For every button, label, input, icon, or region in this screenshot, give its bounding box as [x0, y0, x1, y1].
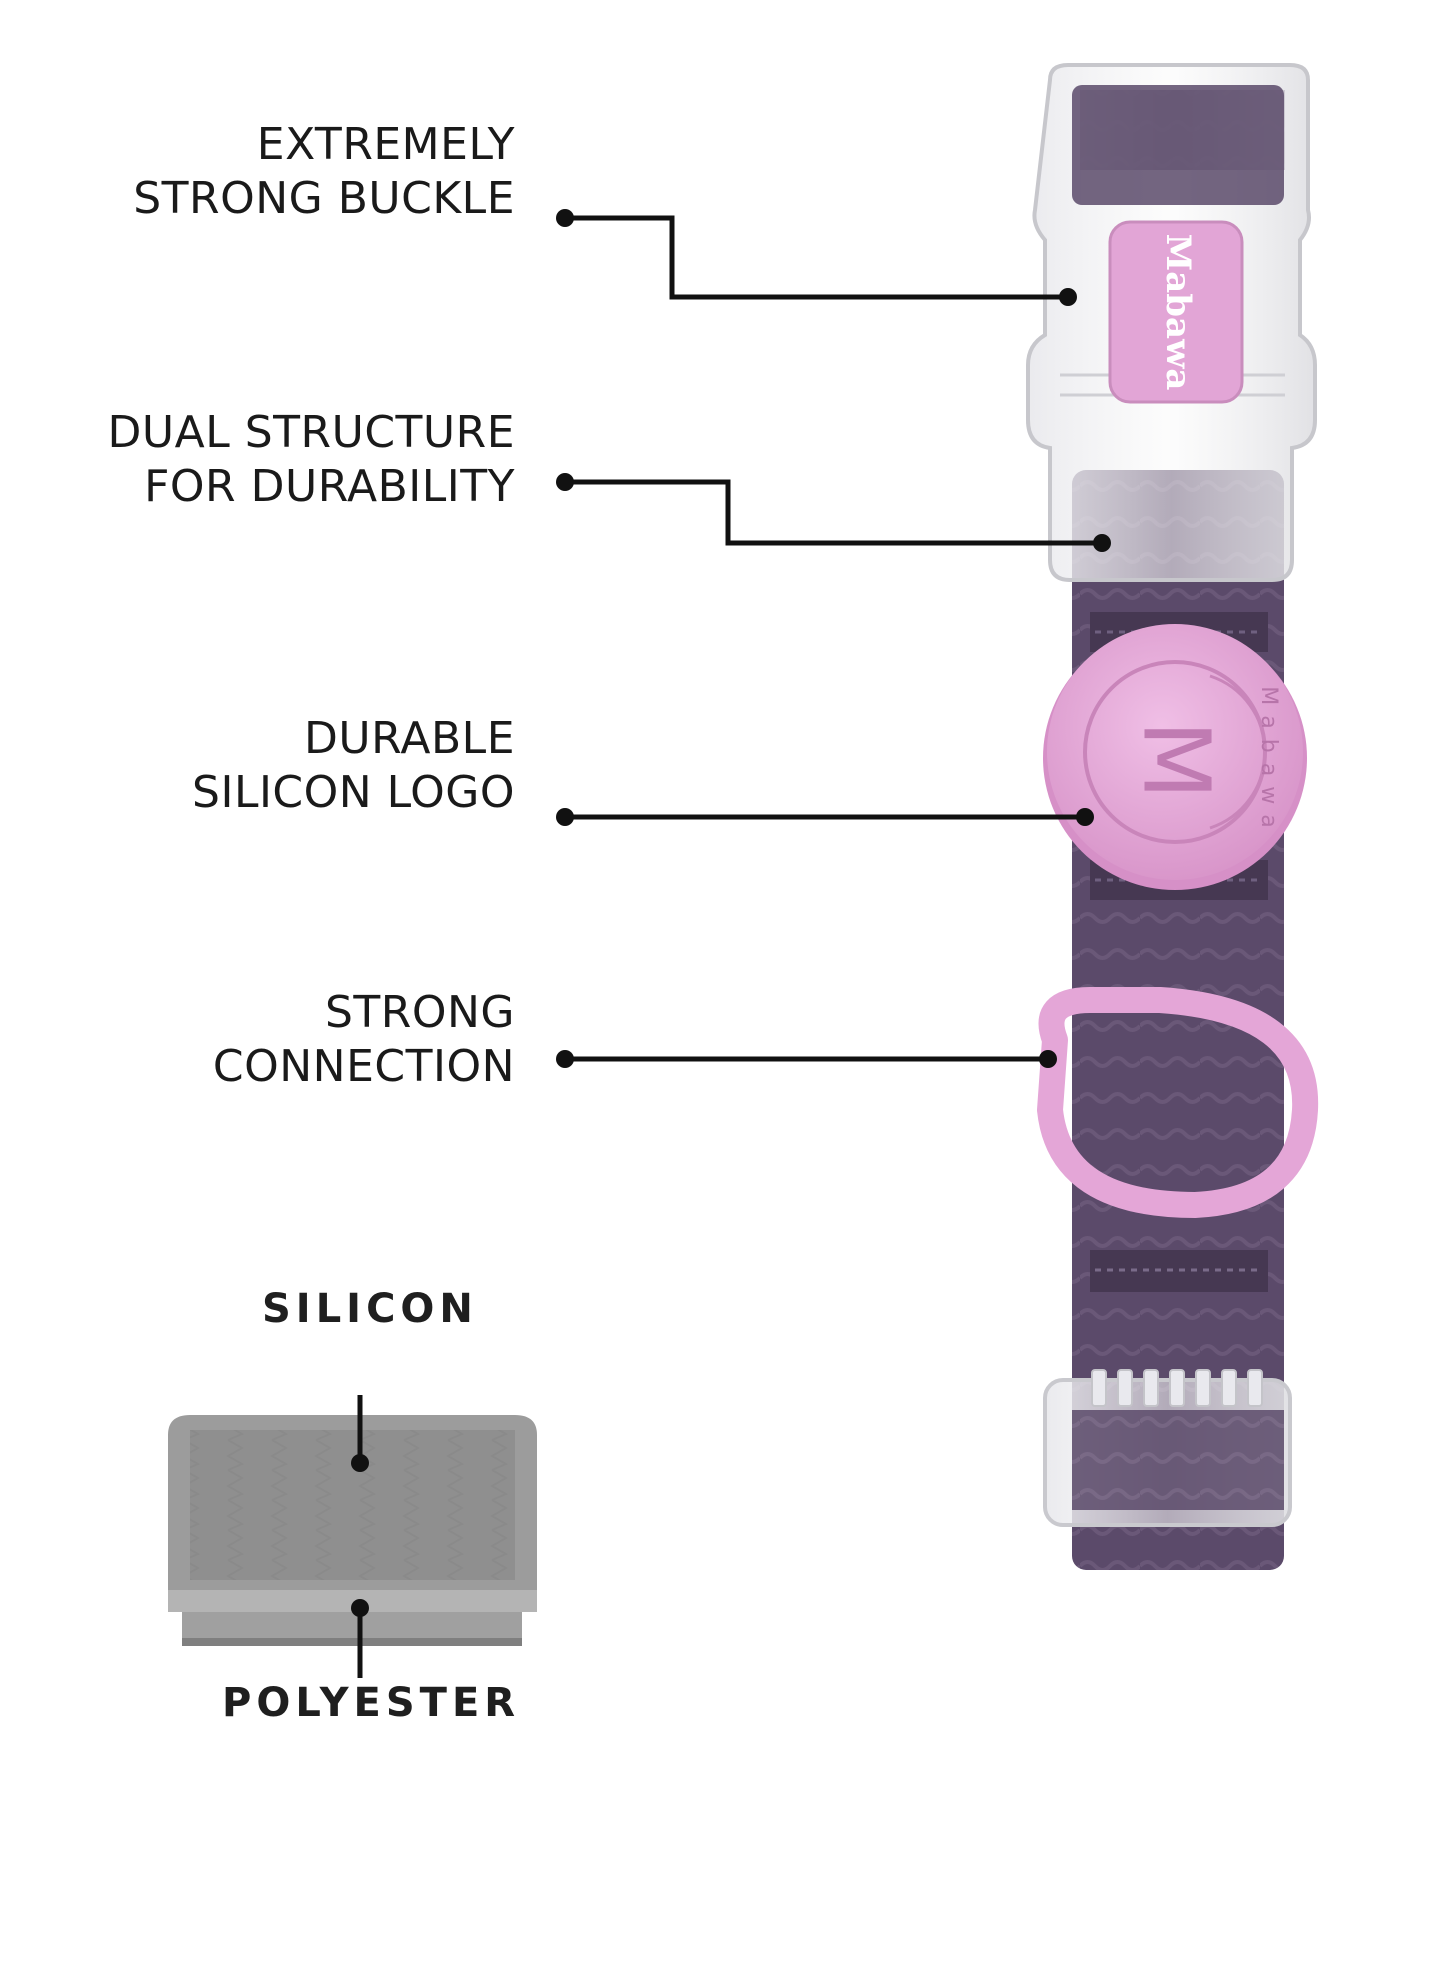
- material-label-silicon: SILICON: [262, 1286, 478, 1332]
- leader-line-buckle: [565, 215, 1068, 300]
- feature-logo-line2: SILICON LOGO: [192, 767, 515, 818]
- material-swatch: [168, 1415, 537, 1646]
- buckle: Mabawa: [1026, 63, 1317, 582]
- leader-dots: [351, 209, 1111, 1617]
- feature-dual-line1: DUAL STRUCTURE: [107, 407, 515, 458]
- feature-buckle-line1: EXTREMELY: [256, 119, 515, 170]
- feature-connection-line1: STRONG: [324, 987, 515, 1038]
- leader-lines: [357, 215, 1102, 1678]
- logo-ring-text: Mabawa: [1256, 686, 1281, 837]
- feature-label-silicon-logo: DURABLE SILICON LOGO: [35, 712, 515, 820]
- feature-logo-line1: DURABLE: [304, 713, 515, 764]
- feature-dual-line2: FOR DURABILITY: [144, 461, 515, 512]
- leader-line-dual-structure: [565, 479, 1102, 546]
- d-ring: [1037, 987, 1319, 1218]
- feature-label-buckle: EXTREMELY STRONG BUCKLE: [35, 118, 515, 226]
- feature-buckle-line2: STRONG BUCKLE: [133, 173, 515, 224]
- feature-label-connection: STRONG CONNECTION: [35, 986, 515, 1094]
- feature-label-dual-structure: DUAL STRUCTURE FOR DURABILITY: [35, 406, 515, 514]
- buckle-brand-text: Mabawa: [1158, 234, 1198, 391]
- slider: [1043, 1369, 1292, 1527]
- silicon-logo: M Mabawa: [1043, 624, 1307, 890]
- material-label-polyester: POLYESTER: [222, 1680, 521, 1726]
- logo-letter: M: [1123, 720, 1230, 799]
- feature-connection-line2: CONNECTION: [212, 1041, 515, 1092]
